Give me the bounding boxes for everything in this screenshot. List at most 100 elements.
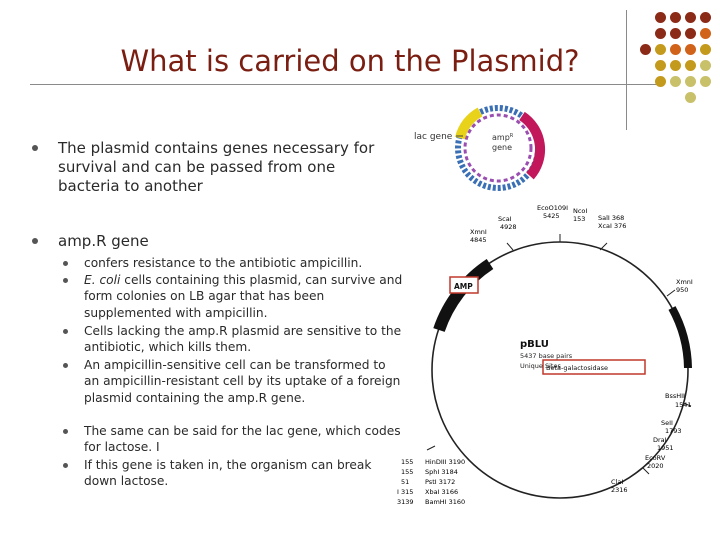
site-position: 155 [401, 458, 413, 466]
site-label: NcoI [573, 207, 587, 215]
sub-bullet-text: cells containing this plasmid, can survi… [84, 273, 403, 320]
site-label: PstI 3172 [425, 478, 455, 486]
amp-gene-segment [519, 111, 546, 180]
sub-bullet-italic: E. coli [84, 273, 121, 287]
amp-gene-label: ampR [492, 133, 514, 142]
sub-bullet-dot [63, 429, 68, 434]
plasmid-illustration: lac gene ampR gene [414, 105, 546, 191]
tick [666, 289, 676, 297]
decorative-dot [700, 12, 711, 23]
sub-bullet: If this gene is taken in, the organism c… [63, 457, 404, 490]
decorative-dot [655, 12, 666, 23]
pblu-plasmid-map: AMP Beta-galactosidase pBLU 5437 base pa… [397, 204, 693, 506]
tick [682, 402, 692, 407]
sub-bullet-dot [63, 463, 68, 468]
site-label: DraI [653, 436, 667, 444]
sub-bullet-dot [63, 329, 68, 334]
decorative-dot [700, 28, 711, 39]
site-position: 1793 [665, 427, 682, 435]
site-label: XmnI [676, 278, 693, 286]
title-vertical-rule [626, 10, 627, 130]
decorative-dot [655, 60, 666, 71]
decorative-dot [670, 44, 681, 55]
site-label: ScaI [498, 215, 512, 223]
lac-gene-segment [455, 107, 483, 140]
decorative-dot [685, 76, 696, 87]
decorative-dot [655, 44, 666, 55]
decorative-dot [655, 28, 666, 39]
site-label: SeII [661, 419, 673, 427]
decorative-dot [700, 76, 711, 87]
site-label: XmnI [470, 228, 487, 236]
tick [426, 445, 436, 451]
amp-box [449, 276, 479, 294]
site-position: 950 [676, 286, 688, 294]
tick [506, 242, 514, 251]
tick [599, 242, 608, 251]
decorative-dot [640, 44, 651, 55]
bullet-plasmid-genes: The plasmid contains genes necessary for… [32, 139, 388, 196]
bullet-text: The plasmid contains genes necessary for… [58, 139, 375, 195]
sub-bullet-dot [63, 363, 68, 368]
site-label: ClaI [611, 478, 623, 486]
sub-bullet-text: The same can be said for the lac gene, w… [84, 424, 401, 455]
sub-bullet: Cells lacking the amp.R plasmid are sens… [63, 323, 404, 356]
site-position: 153 [573, 215, 585, 223]
decorative-dot [655, 76, 666, 87]
amp-gene-arc [433, 258, 494, 333]
site-label: EcoO109I [537, 204, 568, 212]
site-label: SalI 368 [598, 214, 624, 222]
site-position: 51 [401, 478, 409, 486]
site-position: 2020 [647, 462, 664, 470]
sub-bullet: confers resistance to the antibiotic amp… [63, 255, 404, 271]
sub-bullet: E. coli cells containing this plasmid, c… [63, 272, 404, 321]
sub-bullet: An ampicillin-sensitive cell can be tran… [63, 357, 404, 406]
site-label: XcaI 376 [598, 222, 626, 230]
decorative-dot [700, 60, 711, 71]
decorative-dot [670, 28, 681, 39]
site-label: HinDIII 3190 [425, 458, 465, 466]
sub-bullet-dot [63, 261, 68, 266]
lac-gene-label: lac gene [414, 132, 453, 142]
lac-box-label: Beta-galactosidase [546, 364, 608, 372]
site-label: BamHI 3160 [425, 498, 465, 506]
site-position: I 315 [397, 488, 413, 496]
site-position: 4845 [470, 236, 487, 244]
plasmid-subtitle: Unique Sites [520, 362, 561, 370]
lac-gene-arc [668, 306, 692, 369]
site-position: 1951 [657, 444, 674, 452]
sub-bullet-text: Cells lacking the amp.R plasmid are sens… [84, 324, 402, 355]
decorative-dot [700, 44, 711, 55]
site-position: 155 [401, 468, 413, 476]
decorative-dot [685, 12, 696, 23]
lac-box [542, 359, 646, 375]
bullet-dot [32, 145, 38, 151]
bullet-dot [32, 238, 38, 244]
decorative-dot [685, 92, 696, 103]
decorative-dot-grid [640, 12, 714, 112]
site-label: EcoRV [645, 454, 666, 462]
decorative-dot [685, 60, 696, 71]
bullet-ampr-gene: amp.R gene [32, 232, 388, 251]
decorative-dot [685, 44, 696, 55]
site-label: SphI 3184 [425, 468, 458, 476]
tick [642, 467, 650, 475]
decorative-dot [670, 12, 681, 23]
decorative-dot [670, 76, 681, 87]
sub-bullet-dot [63, 278, 68, 283]
sub-bullet-text: If this gene is taken in, the organism c… [84, 458, 372, 489]
sub-bullet: The same can be said for the lac gene, w… [63, 423, 404, 456]
site-position: 5425 [543, 212, 560, 220]
slide-title: What is carried on the Plasmid? [120, 44, 580, 78]
amp-label-superscript: R [510, 133, 514, 139]
site-position: 3139 [397, 498, 414, 506]
site-label: XbaI 3166 [425, 488, 458, 496]
bullet-text: amp.R gene [58, 232, 149, 250]
sub-bullet-text: confers resistance to the antibiotic amp… [84, 256, 363, 270]
title-underline [30, 84, 660, 85]
site-position: 4928 [500, 223, 517, 231]
sub-bullet-text: An ampicillin-sensitive cell can be tran… [84, 358, 401, 405]
site-position: 2316 [611, 486, 628, 494]
site-label: BssHII [665, 392, 685, 400]
